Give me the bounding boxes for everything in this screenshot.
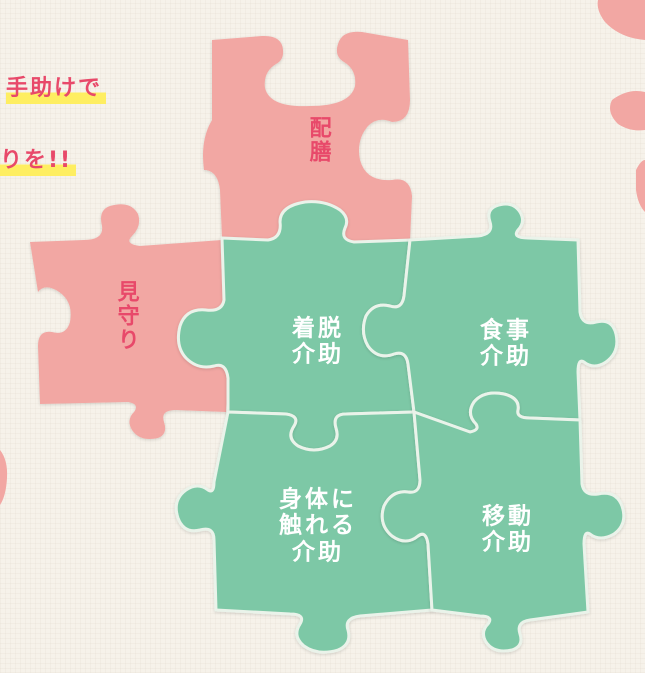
tagline-line-2: りを!! [0, 146, 77, 176]
puzzle-piece-idou [380, 391, 626, 653]
tagline-line-1: 手助けで [6, 74, 107, 104]
puzzle-piece-haizen [203, 31, 412, 242]
label-mimamori: 見守り [113, 280, 139, 352]
label-haizen: 配膳 [305, 116, 331, 164]
puzzle-piece-mimamori [30, 204, 228, 439]
tagline-line-2-text: りを!! [0, 148, 73, 173]
label-chakudatsu: 着脱 介助 [292, 315, 344, 368]
decor-blob-left-edge [0, 450, 8, 505]
label-shintai: 身体に 触れる 介助 [279, 486, 357, 566]
decor-blob-mid-right [610, 91, 645, 131]
tagline-line-1-text: 手助けで [6, 76, 103, 101]
label-idou: 移動 介助 [482, 503, 534, 556]
decor-blob-right-edge [636, 160, 645, 212]
label-shokuji: 食事 介助 [480, 317, 532, 370]
decor-blob-top-right [597, 0, 645, 40]
